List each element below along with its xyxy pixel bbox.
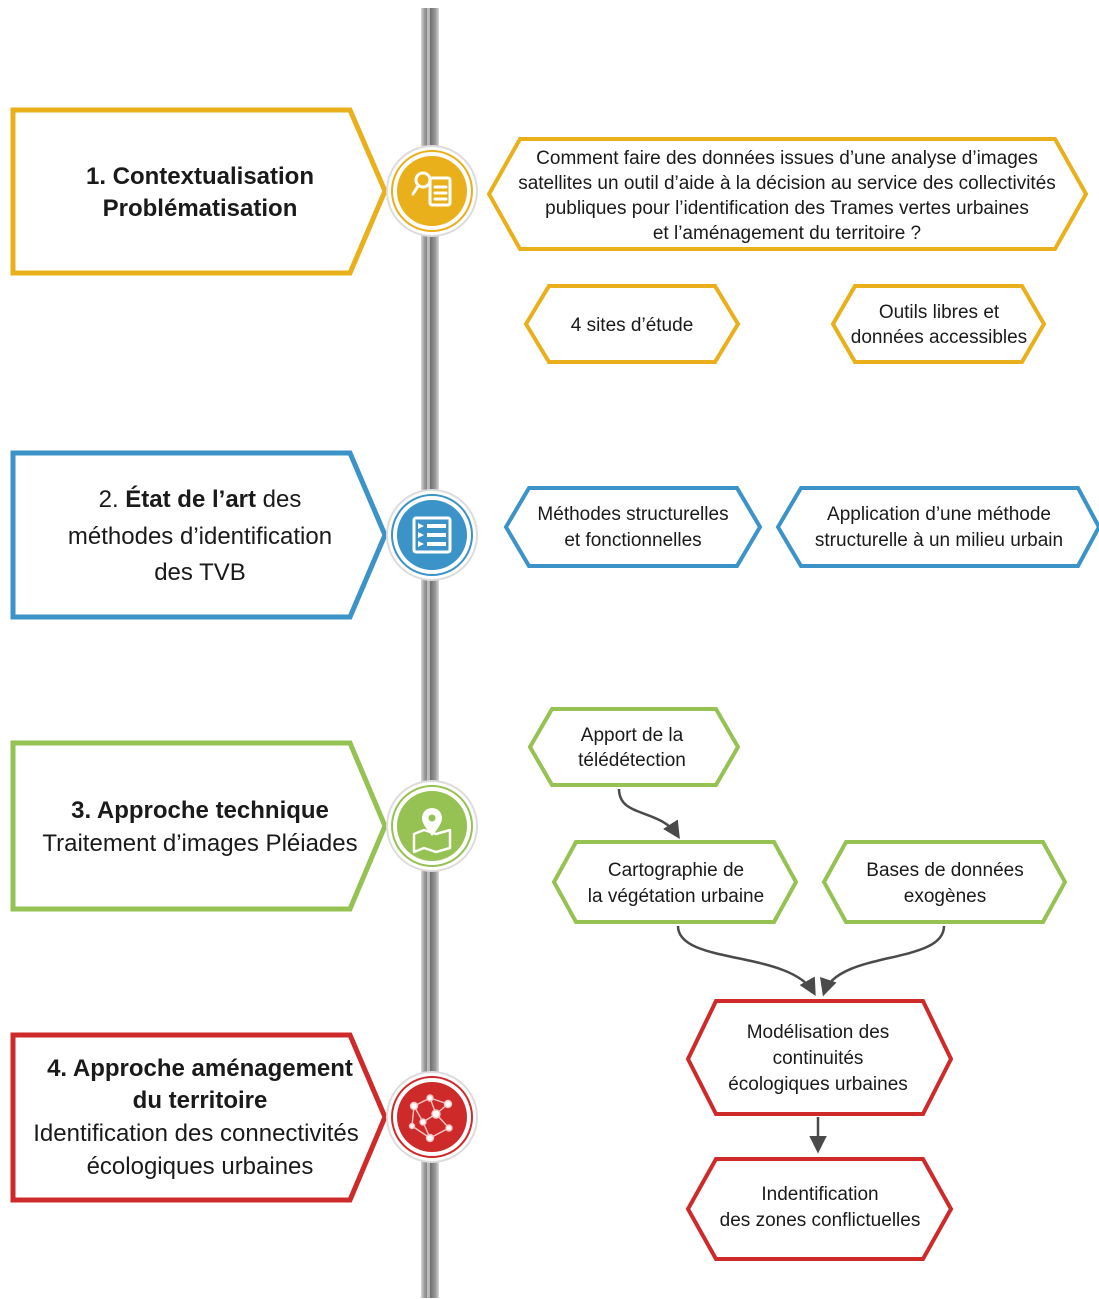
stage4-node xyxy=(386,1071,478,1163)
stage1-arrow-box xyxy=(10,107,388,276)
sites-label: 4 sites d’étude xyxy=(571,315,694,336)
modeling-box xyxy=(685,999,954,1116)
tools-line-2: données accessibles xyxy=(851,327,1027,348)
mapping-box xyxy=(551,840,799,924)
conflicts-box xyxy=(685,1157,954,1261)
stage4-line-3: Identification des connectivités xyxy=(33,1120,359,1147)
mapping-line-1: Cartographie de xyxy=(608,860,744,881)
remote-sensing-line-2: télédétection xyxy=(578,750,686,771)
stage2-title: 2. État de l’art des xyxy=(99,485,302,513)
stage3-arrow-box xyxy=(10,740,388,912)
sites-box xyxy=(523,284,741,364)
stage3-subtitle: Traitement d’images Pléiades xyxy=(42,830,357,857)
question-line-2: satellites un outil d’aide à la décision… xyxy=(518,173,1056,194)
mapping-line-2: la végétation urbaine xyxy=(588,886,764,907)
conflicts-line-1: Indentification xyxy=(761,1184,878,1205)
stage4-line-2: du territoire xyxy=(133,1087,268,1114)
stage2-arrow-box xyxy=(10,450,388,620)
methods-box xyxy=(503,486,763,568)
stage4-arrow-box xyxy=(10,1032,388,1203)
arrow-databases-to-modeling xyxy=(820,925,946,997)
remote-sensing-line-1: Apport de la xyxy=(581,725,684,746)
question-line-4: et l’aménagement du territoire ? xyxy=(653,223,921,244)
timeline-highlight xyxy=(427,8,430,1298)
network-icon xyxy=(408,1094,453,1143)
question-line-3: publiques pour l’identification des Tram… xyxy=(545,198,1029,219)
map-pin-icon xyxy=(412,808,452,854)
databases-line-2: exogènes xyxy=(904,886,986,907)
list-icon xyxy=(412,516,452,554)
modeling-line-2: continuités xyxy=(773,1048,864,1069)
modeling-line-3: écologiques urbaines xyxy=(728,1074,908,1095)
application-line-2: structurelle à un milieu urbain xyxy=(815,530,1063,551)
arrow-remote-to-mapping xyxy=(617,788,680,839)
tools-line-1: Outils libres et xyxy=(879,302,1000,323)
stage1-title: 1. Contextualisation xyxy=(86,163,314,190)
modeling-line-1: Modélisation des xyxy=(747,1022,890,1043)
conflicts-line-2: des zones conflictuelles xyxy=(720,1210,921,1231)
arrow-mapping-to-modeling xyxy=(676,925,816,997)
databases-box xyxy=(821,840,1068,924)
question-line-1: Comment faire des données issues d’une a… xyxy=(536,148,1038,169)
stage3-title: 3. Approche technique xyxy=(71,797,329,824)
application-box xyxy=(775,486,1099,568)
stage1-node xyxy=(386,145,478,237)
tools-box xyxy=(830,284,1047,364)
stage2-line-2: méthodes d’identification xyxy=(68,523,332,550)
remote-sensing-box xyxy=(527,707,741,787)
stage4-title: 4. Approche aménagement xyxy=(47,1055,353,1082)
stage4-line-4: écologiques urbaines xyxy=(87,1153,314,1180)
stage2-line-3: des TVB xyxy=(154,559,246,586)
application-line-1: Application d’une méthode xyxy=(827,504,1051,525)
methods-line-2: et fonctionnelles xyxy=(564,530,701,551)
document-search-icon xyxy=(411,171,452,207)
stage2-node xyxy=(386,489,478,581)
stage1-subtitle: Problématisation xyxy=(103,195,298,222)
databases-line-1: Bases de données xyxy=(866,860,1023,881)
question-box xyxy=(486,137,1089,251)
methods-line-1: Méthodes structurelles xyxy=(537,504,728,525)
stage3-node xyxy=(386,780,478,872)
